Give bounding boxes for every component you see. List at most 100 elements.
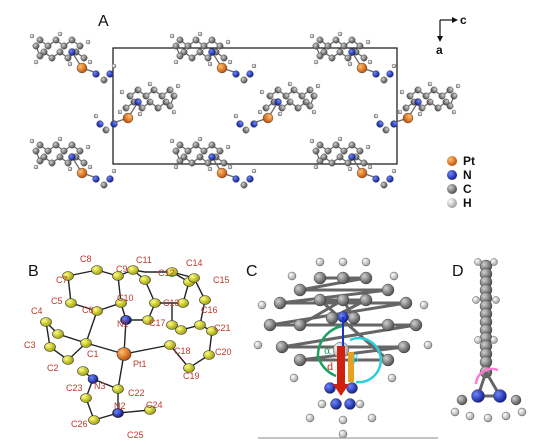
atom-label-c16: C16 — [201, 305, 218, 315]
carbon-ellipsoid — [166, 267, 178, 277]
carbon-atom — [154, 104, 162, 112]
legend-label-c: C — [463, 182, 472, 196]
hydrogen-atom — [29, 33, 35, 39]
carbon-atom — [456, 394, 468, 406]
hydrogen-atom — [338, 415, 348, 425]
nitrogen-atom — [390, 120, 398, 128]
atom-label-c7: C7 — [56, 275, 68, 285]
carbon-atom — [192, 141, 200, 149]
nitrogen-atom — [236, 120, 244, 128]
nitrogen-atom — [471, 389, 485, 403]
hydrogen-atom — [147, 81, 153, 87]
crystal-packing — [29, 31, 461, 189]
atom-label-c6: C6 — [82, 305, 94, 315]
hydrogen-atom — [259, 89, 265, 95]
hydrogen-atom — [305, 413, 315, 423]
carbon-atom — [204, 54, 212, 62]
carbon-atom — [146, 98, 154, 106]
panel-a: A c a Pt N C H — [29, 13, 475, 210]
carbon-atom — [275, 340, 289, 354]
carbon-atom — [240, 181, 248, 189]
nitrogen-atom — [386, 175, 394, 183]
carbon-atom — [306, 86, 314, 94]
hydrogen-atom — [207, 61, 213, 67]
atom-label-n3: N3 — [94, 381, 106, 391]
bond — [299, 276, 367, 292]
carbon-atom — [263, 318, 277, 332]
atom-label-c22: C22 — [128, 388, 145, 398]
carbon-atom — [48, 159, 56, 167]
molecule-unit — [373, 81, 461, 134]
carbon-atom — [56, 153, 64, 161]
carbon-atom — [397, 340, 411, 354]
carbon-atom — [310, 92, 318, 100]
carbon-ellipsoid — [40, 317, 52, 327]
carbon-atom — [36, 141, 44, 149]
hydrogen-atom — [169, 138, 175, 144]
carbon-atom — [44, 42, 52, 50]
atom-label-c10: C10 — [117, 293, 134, 303]
carbon-ellipsoid — [139, 275, 151, 285]
carbon-atom — [138, 104, 146, 112]
carbon-atom — [336, 48, 344, 56]
carbon-atom — [32, 147, 40, 155]
carbon-atom — [325, 311, 339, 325]
hydrogen-atom — [347, 61, 353, 67]
carbon-ellipsoid — [206, 326, 218, 336]
carbon-atom — [126, 92, 134, 100]
hydrogen-atom — [347, 166, 353, 172]
carbon-ellipsoid — [149, 298, 161, 308]
hydrogen-atom — [117, 109, 123, 115]
platinum-atom — [76, 167, 88, 179]
carbon-atom — [166, 86, 174, 94]
carbon-ellipsoid — [142, 315, 154, 325]
hydrogen-atom — [67, 61, 73, 67]
carbon-atom — [306, 102, 314, 110]
atom-label-c12: C12 — [158, 268, 175, 278]
hydrogen-atom — [175, 83, 181, 89]
hydrogen-atom — [169, 33, 175, 39]
nitrogen-atom — [232, 70, 240, 78]
atom-label-c9: C9 — [116, 264, 128, 274]
atom-label-c19: C19 — [183, 371, 200, 381]
carbon-atom — [208, 141, 216, 149]
hydrogen-atom — [197, 136, 203, 142]
atom-label-c15: C15 — [213, 275, 230, 285]
hydrogen-atom — [455, 83, 461, 89]
panel-b: B C8 C9 C11 C14 C7 C12 C15 C5 C1 — [24, 254, 232, 440]
hydrogen-atom — [85, 144, 91, 150]
hydrogen-atom — [257, 109, 263, 115]
carbon-ellipsoid — [177, 298, 189, 308]
carbon-atom — [286, 98, 294, 106]
platinum-atom — [356, 62, 368, 74]
beta-symbol: β — [353, 354, 359, 365]
hydrogen-atom — [251, 63, 257, 69]
carbon-atom — [294, 104, 302, 112]
molecule-unit — [93, 81, 181, 134]
carbon-atom — [381, 318, 395, 332]
element-legend: Pt N C H — [447, 154, 475, 210]
hydrogen-atom — [490, 336, 498, 344]
hydrogen-atom — [93, 113, 99, 119]
nitrogen-ellipsoid — [120, 315, 132, 325]
hydrogen-atom — [397, 109, 403, 115]
hydrogen-atom — [423, 340, 433, 350]
atom-label-c4: C4 — [31, 306, 43, 316]
platinum-atom — [356, 167, 368, 179]
nitrogen-atom — [134, 98, 142, 106]
carbon-atom — [176, 52, 184, 60]
unit-cell-box — [112, 47, 398, 165]
carbon-atom — [166, 102, 174, 110]
carbon-atom — [418, 104, 426, 112]
carbon-ellipsoid — [203, 350, 215, 360]
hydrogen-atom — [29, 138, 35, 144]
carbon-atom — [316, 157, 324, 165]
hydrogen-atom — [277, 111, 283, 117]
hydrogen-atom — [338, 257, 348, 267]
carbon-atom — [336, 153, 344, 161]
molecule-unit — [169, 136, 257, 189]
carbon-atom — [274, 86, 282, 94]
nitrogen-atom — [250, 120, 258, 128]
carbon-atom — [347, 311, 361, 325]
carbon-ellipsoid — [91, 306, 103, 316]
